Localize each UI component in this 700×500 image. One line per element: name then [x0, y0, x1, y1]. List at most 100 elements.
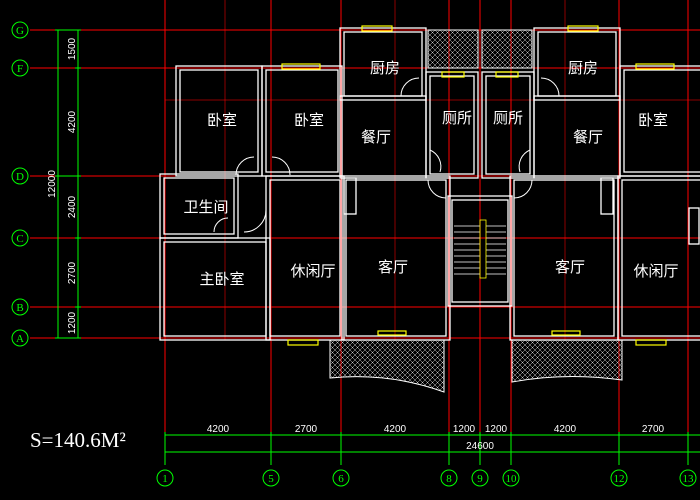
door-swing — [271, 156, 291, 176]
room-label-bedroom-3: 卧室 — [638, 111, 668, 129]
row-axis-D: D — [11, 167, 29, 185]
window — [281, 63, 321, 70]
row-axis-F: F — [11, 59, 29, 77]
room-label-dining-right: 餐厅 — [573, 128, 603, 146]
room-label-bathroom: 卫生间 — [183, 198, 228, 216]
door-swing — [400, 77, 420, 97]
living-right-wall-inner — [513, 179, 615, 337]
door-swing — [243, 209, 267, 233]
row-axis-B: B — [11, 298, 29, 316]
pillar — [688, 207, 700, 245]
row-dimension-lines — [55, 29, 81, 339]
row-dim-DC: 2400 — [67, 195, 78, 218]
col-dim-5-6: 2700 — [295, 424, 318, 435]
stair-core-wall-inner — [451, 199, 509, 303]
room-label-kitchen-right: 厨房 — [568, 59, 598, 77]
room-label-living-left: 客厅 — [378, 258, 408, 276]
col-axis-6: 6 — [332, 469, 350, 487]
col-axis-label: 9 — [477, 473, 483, 485]
col-dim-total: 24600 — [466, 441, 494, 452]
bathroom-wall-inner — [163, 177, 235, 235]
area-label: S=140.6M² — [30, 428, 126, 452]
row-dim-GF: 1500 — [67, 37, 78, 60]
leisure-right-wall-inner — [621, 179, 700, 337]
room-label-master-bedroom: 主卧室 — [199, 270, 244, 288]
column-dimension-labels: 4200 2700 4200 1200 1200 4200 2700 24600 — [207, 424, 665, 452]
door-slider — [377, 330, 407, 336]
col-dim-8-9: 1200 — [453, 424, 476, 435]
stair-core-wall — [447, 195, 513, 307]
balcony-right-hatch — [511, 339, 623, 383]
shaft-hatch — [481, 29, 533, 69]
row-axis-label: A — [16, 333, 24, 345]
room-label-leisure-right: 休闲厅 — [633, 262, 678, 280]
door-swing — [518, 149, 531, 173]
row-axis-A: A — [11, 329, 29, 347]
axis-grid — [30, 0, 700, 460]
col-axis-label: 10 — [506, 473, 518, 485]
balcony-left-hatch — [329, 339, 445, 393]
window — [361, 25, 393, 32]
door-swing — [513, 179, 533, 199]
window — [441, 71, 465, 78]
col-dim-6-8: 4200 — [384, 424, 407, 435]
room-label-toilet-right: 厕所 — [493, 109, 523, 127]
shaft-hatch — [427, 29, 479, 69]
window — [495, 71, 519, 78]
col-dim-10-12: 4200 — [554, 424, 577, 435]
col-axis-8: 8 — [440, 469, 458, 487]
col-axis-label: 1 — [162, 473, 168, 485]
kitchen-right-wall — [533, 27, 621, 101]
col-dim-1-5: 4200 — [207, 424, 230, 435]
pillar — [343, 177, 357, 215]
col-axis-label: 8 — [446, 473, 452, 485]
room-label-bedroom-2: 卧室 — [294, 111, 324, 129]
room-label-bedroom-1: 卧室 — [207, 111, 237, 129]
toilet-right-wall-inner — [485, 75, 531, 175]
door-swing — [235, 156, 255, 176]
room-labels: 厨房 厨房 卧室 卧室 卧室 餐厅 餐厅 厕所 厕所 卫生间 主卧室 休闲厅 休… — [183, 59, 678, 288]
window — [635, 63, 675, 70]
master-bedroom-wall-inner — [163, 241, 267, 337]
col-axis-label: 5 — [268, 473, 274, 485]
col-axis-13: 13 — [679, 469, 697, 487]
room-label-leisure-left: 休闲厅 — [290, 262, 335, 280]
leisure-left-wall-inner — [269, 179, 341, 337]
col-dim-9-10: 1200 — [485, 424, 508, 435]
walls — [159, 27, 700, 341]
room-label-kitchen-left: 厨房 — [370, 59, 400, 77]
window — [287, 339, 319, 346]
row-axis-label: G — [16, 25, 24, 37]
row-axis-markers: G F D C B A — [11, 21, 29, 347]
master-bedroom-wall — [159, 237, 271, 341]
col-axis-1: 1 — [156, 469, 174, 487]
room-label-living-right: 客厅 — [555, 258, 585, 276]
window — [635, 339, 667, 346]
door-swing — [427, 179, 447, 199]
row-axis-G: G — [11, 21, 29, 39]
kitchen-left-wall — [339, 27, 427, 101]
hatched-areas — [329, 29, 623, 393]
door-swing — [213, 217, 229, 233]
col-axis-12: 12 — [610, 469, 628, 487]
column-axis-markers: 1 5 6 8 9 10 12 13 — [156, 469, 697, 487]
row-axis-C: C — [11, 229, 29, 247]
door-swing — [429, 149, 442, 173]
staircase — [454, 219, 506, 279]
row-axis-label: C — [16, 233, 23, 245]
col-axis-5: 5 — [262, 469, 280, 487]
col-axis-label: 12 — [614, 473, 625, 485]
door-swing — [540, 77, 560, 97]
toilet-left-wall-inner — [429, 75, 475, 175]
door-slider — [551, 330, 581, 336]
row-dim-CB: 2700 — [67, 261, 78, 284]
col-axis-label: 6 — [338, 473, 344, 485]
bedroom-1-wall-inner — [179, 69, 259, 173]
column-dimension-lines — [164, 432, 700, 465]
row-dim-total: 12000 — [47, 170, 58, 198]
row-dim-FD: 4200 — [67, 110, 78, 133]
col-axis-9: 9 — [471, 469, 489, 487]
living-left-wall-inner — [345, 179, 447, 337]
col-dim-12-13: 2700 — [642, 424, 665, 435]
